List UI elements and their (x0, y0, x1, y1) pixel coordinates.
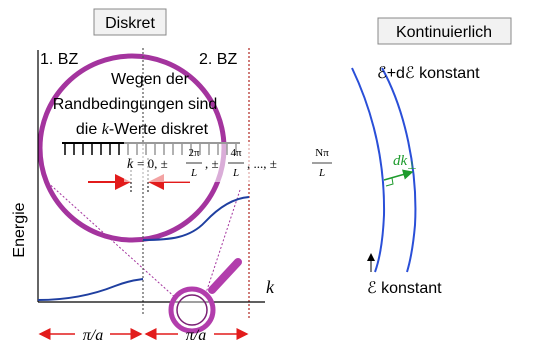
svg-text:4π: 4π (230, 147, 242, 159)
magnifier-glass-icon (168, 258, 242, 334)
dk-label: dk⊥ (393, 153, 417, 172)
note-line-3: die k-Werte diskret (76, 121, 209, 138)
inner-curve-label: ℰ konstant (367, 280, 442, 297)
note-line-1: Wegen der (111, 71, 190, 88)
k-formula: k = 0, ± 2π L , ± 4π L , ..., ± Nπ L (124, 142, 336, 182)
svg-text:= 0, ±: = 0, ± (137, 156, 168, 171)
svg-text:Nπ: Nπ (315, 147, 329, 159)
outer-energy-curve (381, 67, 417, 273)
svg-text:2π: 2π (188, 147, 200, 159)
x-axis-label: k (266, 277, 275, 297)
inner-energy-curve (351, 67, 386, 273)
zoom-line-left (44, 179, 179, 301)
svg-text:k: k (127, 157, 134, 172)
period-label-right: π/a (186, 327, 206, 344)
svg-text:L: L (232, 167, 239, 179)
right-angle-mark (385, 177, 394, 187)
note-line-2: Randbedingungen sind (53, 96, 218, 113)
y-axis-label: Energie (11, 202, 28, 257)
kontinuierlich-title-box (377, 17, 512, 45)
svg-text:L: L (318, 167, 325, 179)
svg-text:L: L (190, 167, 197, 179)
svg-text:, ..., ±: , ..., ± (247, 156, 277, 171)
period-label-left: π/a (83, 327, 103, 344)
bz1-label: 1. BZ (40, 51, 78, 68)
kontinuierlich-title: Kontinuierlich (396, 24, 492, 41)
outer-curve-label: ℰ+dℰ konstant (377, 65, 480, 82)
dk-arrow (383, 169, 414, 181)
upper-band-curve (142, 196, 250, 241)
diskret-title: Diskret (105, 15, 155, 32)
svg-text:, ±: , ± (205, 156, 219, 171)
lower-band-curve (37, 278, 144, 301)
zoom-line-right (204, 189, 241, 297)
bz2-label: 2. BZ (199, 51, 237, 68)
diskret-title-box (93, 8, 167, 36)
